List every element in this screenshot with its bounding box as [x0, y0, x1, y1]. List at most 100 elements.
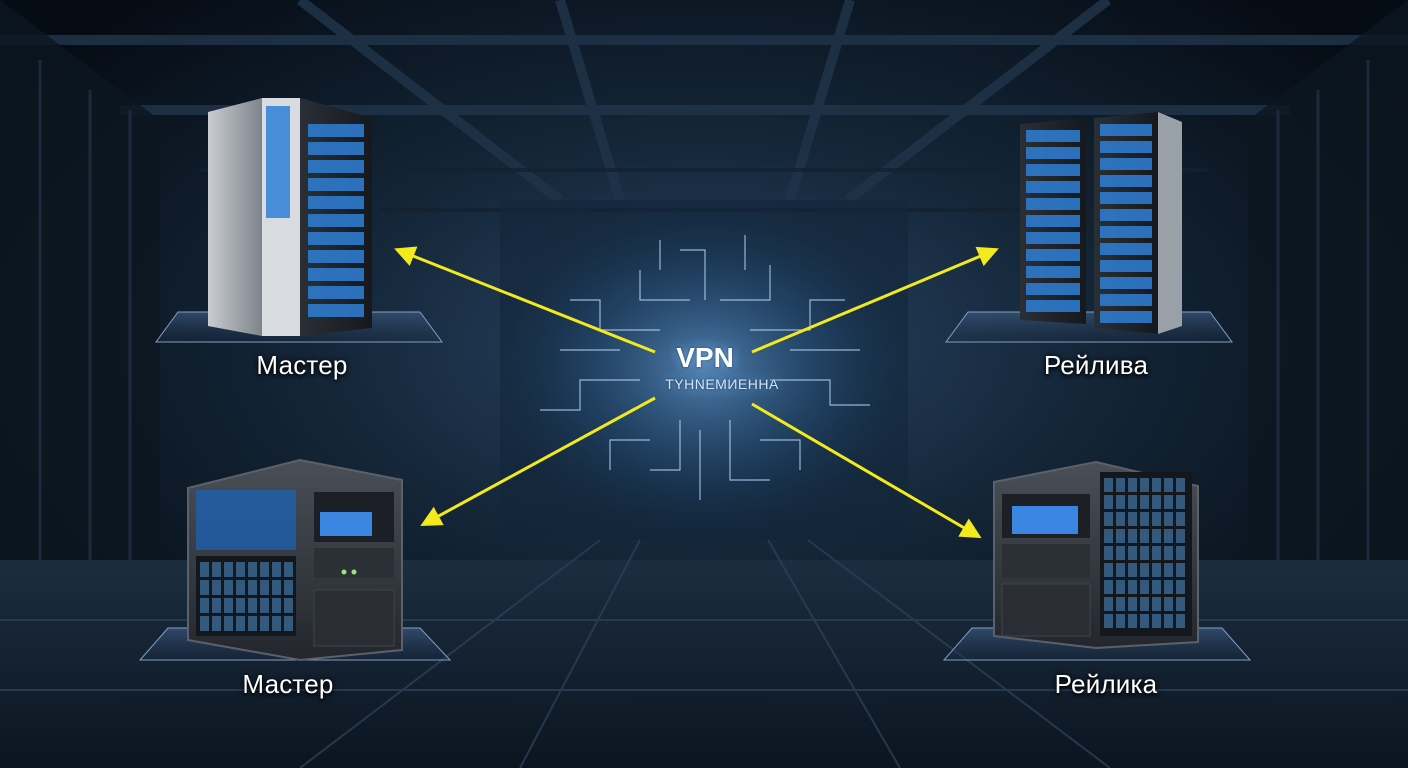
circuit-trace [770, 379, 870, 406]
server-slot [1100, 294, 1152, 306]
drive-bay [1140, 495, 1149, 509]
drive-bay [212, 580, 221, 595]
server-slot [1026, 147, 1080, 159]
drive-bay [1128, 495, 1137, 509]
circuit-trace [540, 379, 640, 411]
drive-bay [1116, 478, 1125, 492]
drive-bay [1104, 512, 1113, 526]
server-slot [308, 268, 364, 281]
drive-bay [272, 580, 281, 595]
server-slot [1026, 198, 1080, 210]
drive-bay [1152, 546, 1161, 560]
drive-bay [1152, 597, 1161, 611]
drive-bay [200, 562, 209, 577]
drive-bay [284, 598, 293, 613]
server-slot [1026, 249, 1080, 261]
server-slot [1100, 141, 1152, 153]
drive-bay [1176, 495, 1185, 509]
drive-bay [1128, 546, 1137, 560]
circuit-trace [609, 439, 650, 470]
drive-bay [1128, 478, 1137, 492]
drive-bay [1116, 563, 1125, 577]
connection-arrows [394, 246, 999, 539]
platform [945, 311, 1233, 343]
drive-bay [1164, 512, 1173, 526]
arrow-to-top-right [751, 246, 999, 354]
drive-bay [1116, 597, 1125, 611]
server-slot [1100, 209, 1152, 221]
circuit-trace [639, 270, 690, 301]
drive-bay [260, 580, 269, 595]
drive-bay [1128, 563, 1137, 577]
server-slot [1100, 192, 1152, 204]
drive-bay [248, 562, 257, 577]
drive-bay [1176, 580, 1185, 594]
vpn-hub-graphic [465, 180, 945, 560]
drive-bay [260, 598, 269, 613]
drive-bay [1104, 563, 1113, 577]
drive-bay [1104, 495, 1113, 509]
server-slot [1100, 226, 1152, 238]
drive-bay [1104, 478, 1113, 492]
drive-bay [272, 562, 281, 577]
server-top-right [945, 112, 1233, 343]
drive-bay [284, 562, 293, 577]
server-slot [308, 214, 364, 227]
drive-bay [1116, 580, 1125, 594]
drive-bay [1176, 597, 1185, 611]
drive-bay [1104, 597, 1113, 611]
server-slot [1100, 158, 1152, 170]
drive-bay [1164, 597, 1173, 611]
server-slot [308, 250, 364, 263]
drive-bay [1152, 512, 1161, 526]
drive-bay [212, 598, 221, 613]
server-slot [308, 178, 364, 191]
server-slot [1100, 311, 1152, 323]
drive-bay [284, 580, 293, 595]
drive-bay [1164, 614, 1173, 628]
drive-bay [1164, 478, 1173, 492]
drive-bay [1152, 478, 1161, 492]
arrow-to-bottom-left [420, 396, 656, 527]
drive-bay [1128, 614, 1137, 628]
server-slot [1026, 300, 1080, 312]
server-slot [308, 160, 364, 173]
server-slot [308, 124, 364, 137]
circuit-trace [570, 299, 660, 331]
drive-bay [1128, 512, 1137, 526]
drive-bay [1140, 614, 1149, 628]
drive-bay [1164, 529, 1173, 543]
circuit-trace [760, 439, 801, 470]
server-slot [308, 142, 364, 155]
circuit-trace [729, 420, 770, 481]
arrow-to-bottom-right [751, 402, 982, 539]
drive-bay [212, 562, 221, 577]
drive-bay [1152, 563, 1161, 577]
drive-bay [1176, 512, 1185, 526]
drive-bay [1164, 563, 1173, 577]
drive-bay [212, 616, 221, 631]
server-label-top-left: Мастер [256, 350, 348, 380]
server-slot [1026, 215, 1080, 227]
drive-bay [1164, 495, 1173, 509]
arrow-to-top-left [394, 246, 656, 354]
drive-bay [260, 562, 269, 577]
server-slot [1100, 260, 1152, 272]
drive-bay [1140, 597, 1149, 611]
server-slot [1100, 277, 1152, 289]
drive-bay [236, 580, 245, 595]
drive-bay [1176, 563, 1185, 577]
drive-bay [224, 562, 233, 577]
drive-bay [272, 598, 281, 613]
drive-bay [200, 580, 209, 595]
drive-bay [236, 598, 245, 613]
drive-bay [224, 580, 233, 595]
drive-bay [224, 616, 233, 631]
server-label-bottom-left: Мастер [242, 669, 334, 699]
drive-bay [1128, 580, 1137, 594]
server-bottom-left [138, 458, 452, 662]
drive-bay [1176, 546, 1185, 560]
drive-bay [200, 598, 209, 613]
server-slot [1100, 175, 1152, 187]
server-slot [308, 232, 364, 245]
